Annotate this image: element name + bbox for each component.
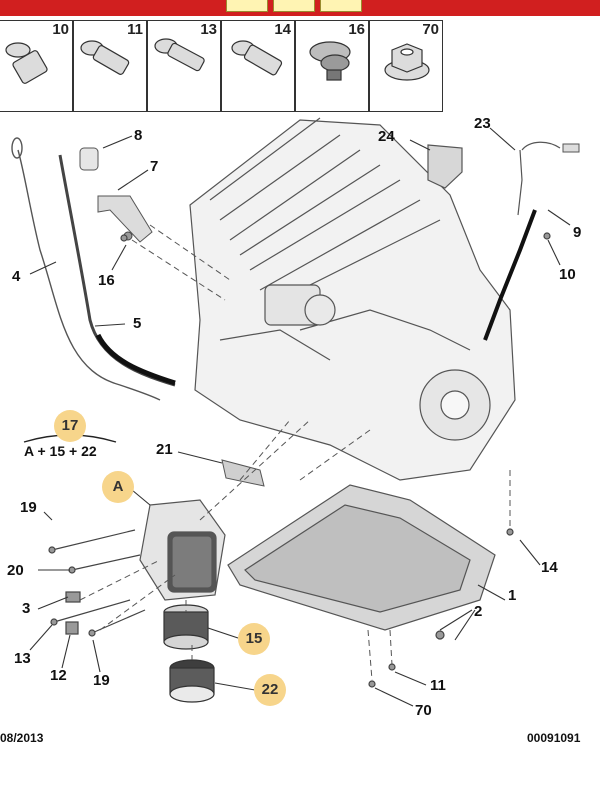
fastener-number: 13 xyxy=(200,21,217,38)
wrench-settings-icon[interactable] xyxy=(320,0,362,12)
fastener-cell: 11 xyxy=(73,20,147,112)
bolt-icon xyxy=(154,38,205,72)
callout-11: 11 xyxy=(430,677,446,694)
fastener-number: 11 xyxy=(127,21,143,38)
bolt-icon xyxy=(80,40,130,75)
callout-8: 8 xyxy=(134,127,143,144)
engine-block xyxy=(189,117,516,481)
callout-a: A xyxy=(112,478,124,495)
callout-23: 23 xyxy=(474,115,491,132)
callout-22: 22 xyxy=(261,681,279,698)
bolt-icon xyxy=(5,42,48,84)
filter-cap xyxy=(169,659,215,703)
callout-19: 19 xyxy=(93,672,110,689)
callout-19: 19 xyxy=(20,499,37,516)
fastener-number: 16 xyxy=(348,21,365,38)
callout-15-highlight: 15 xyxy=(238,623,270,655)
diagram-date: 08/2013 xyxy=(0,731,44,745)
fastener-strip: 10 11 13 14 16 70 xyxy=(0,20,447,112)
fastener-cell: 16 xyxy=(295,20,369,112)
wrench-icon[interactable] xyxy=(273,0,315,12)
wrench-icon[interactable] xyxy=(226,0,268,12)
callout-10: 10 xyxy=(559,266,576,283)
callout-22-highlight: 22 xyxy=(254,674,286,706)
diagram-reference: 00091091 xyxy=(527,731,581,745)
callout-9: 9 xyxy=(573,224,582,241)
callout-20: 20 xyxy=(7,562,24,579)
flange-bolt-icon xyxy=(309,41,351,81)
callout-24: 24 xyxy=(378,128,395,145)
callout-70: 70 xyxy=(415,702,432,719)
callout-15: 15 xyxy=(245,630,263,647)
fastener-cell: 13 xyxy=(147,20,221,112)
callout-4: 4 xyxy=(12,268,21,285)
bolt-icon xyxy=(231,40,283,76)
callout-13: 13 xyxy=(14,650,31,667)
callout-2: 2 xyxy=(474,603,483,620)
header-bar xyxy=(0,0,600,16)
callout-17: 17 xyxy=(61,417,79,434)
kit-formula: A + 15 + 22 xyxy=(24,443,97,459)
callout-21: 21 xyxy=(156,441,173,458)
callout-14: 14 xyxy=(541,559,558,576)
oil-filter-housing xyxy=(139,499,226,601)
fastener-number: 10 xyxy=(52,21,69,38)
oil-pan xyxy=(227,484,496,631)
callout-1: 1 xyxy=(508,587,517,604)
callout-a-highlight: A xyxy=(102,471,134,503)
fastener-number: 14 xyxy=(274,21,291,38)
callout-5: 5 xyxy=(133,315,142,332)
callout-17-highlight: 17 xyxy=(54,410,86,442)
bracket-part xyxy=(427,144,463,189)
fastener-cell: 14 xyxy=(221,20,295,112)
fastener-number: 70 xyxy=(422,21,439,38)
fastener-cell: 10 xyxy=(0,20,73,112)
fastener-cell: 70 xyxy=(369,20,443,112)
callout-3: 3 xyxy=(22,600,31,617)
callout-7: 7 xyxy=(150,158,159,175)
nut-icon xyxy=(384,43,430,81)
callout-16: 16 xyxy=(98,272,115,289)
callout-12: 12 xyxy=(50,667,67,684)
